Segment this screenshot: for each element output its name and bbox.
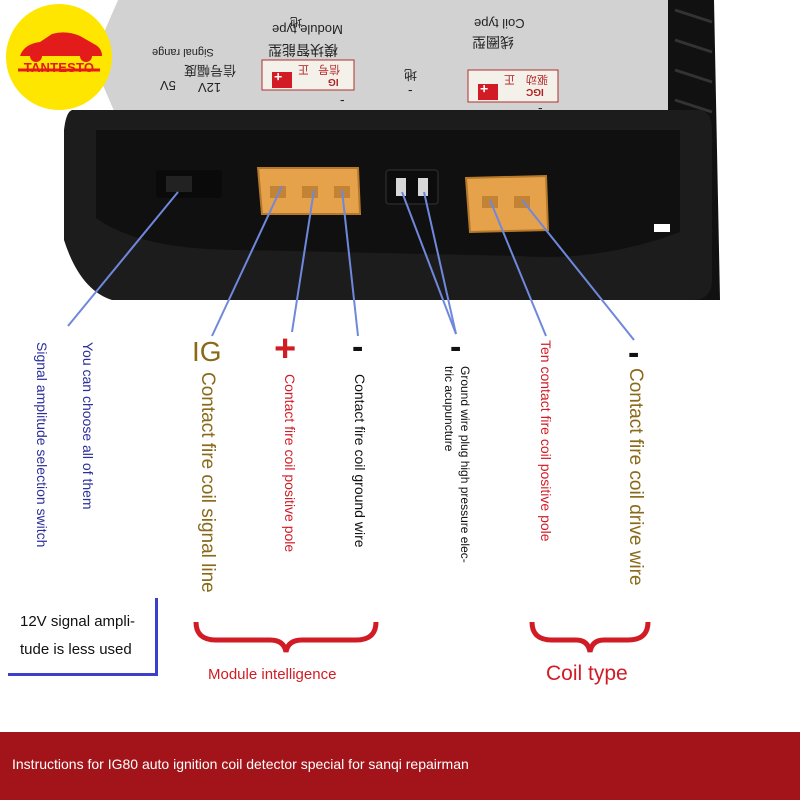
coil-connector [464,174,550,234]
pointer-lines [67,185,635,341]
logo-text: TANTESTO [23,60,95,75]
coil-minus: - [538,102,543,118]
minus-marker-coil: - [628,334,640,372]
ig-signal-label: Contact fire coil signal line [197,372,218,593]
module-ground-cn: 地 [290,15,303,29]
coil-plus-sign: + [480,81,489,97]
coil-brace [529,621,651,653]
ground-plug-socket [385,169,439,205]
signal-note-line-1: 12V signal ampli- [20,613,136,630]
ground-plug-label-1: Ground wire plug high pressure elec- [458,366,472,563]
module-plus-box [272,72,292,88]
signal-switch-knob [166,176,192,192]
signal-note-box: 12V signal ampli- tude is less used [8,598,158,676]
coil-positive-label: Ten contact fire coil positive pole [538,340,554,542]
signal-5v: 5V [160,78,176,93]
ground-minus: - [408,84,413,100]
module-group-label: Module intelligence [208,666,337,683]
minus-marker-ground: - [450,328,462,366]
device-top-panel [92,0,700,120]
brand-logo: TANTESTO [6,4,112,110]
coil-positive-cn: 正 [504,73,515,85]
module-plus-sign: + [274,69,283,85]
signal-range-cn: 信号幅度 [184,63,237,78]
ig-ground-label: Contact fire coil ground wire [352,374,368,548]
module-positive-cn: 正 [298,63,309,75]
top-panel-labels [261,59,559,103]
pointer-coil-plus [489,199,547,337]
pointer-plus [291,189,315,333]
pointer-minus [341,189,359,337]
pointer-switch [67,191,179,327]
ground-plug-label-2: tric acupuncture [442,366,456,452]
car-icon [18,32,102,72]
module-minus: - [340,94,345,110]
signal-range-en: Signal range [152,46,214,58]
ig-marker: IG [192,336,222,367]
signal-note-line-2: tude is less used [20,641,132,658]
status-light [654,224,670,232]
ig-positive-label: Contact fire coil positive pole [282,374,298,553]
module-type-cn: 模块智能型 [268,42,338,58]
module-type-en: Module type [272,22,343,37]
module-pin-1 [270,186,286,198]
signal-12v: 12V [198,80,222,95]
pointer-coil-drive [521,199,635,341]
footer-banner: Instructions for IG80 auto ignition coil… [0,732,800,800]
coil-group-label: Coil type [546,662,628,685]
module-pin-2 [302,186,318,198]
coil-drive-label: Contact fire coil drive wire [625,368,646,586]
pointer-ground-1 [401,191,457,335]
plus-marker: + [274,328,297,370]
pointer-ig [211,185,283,337]
minus-marker-module: - [352,328,364,366]
ground-pin-1 [396,178,406,196]
pointer-ground-2 [423,191,457,335]
coil-plus-box [478,84,498,100]
igc-tag: IGC [526,86,544,97]
module-brace [193,621,379,653]
signal-switch-label: Signal amplitude selection switch [34,342,50,548]
signal-switch-note: You can choose all of them [80,342,96,510]
coil-type-en: Coil type [474,16,525,31]
ground-cn: 地 [404,67,418,82]
coil-type-cn: 线圈型 [472,34,514,50]
ig-tag: IG [328,76,339,87]
ground-pin-2 [418,178,428,196]
footer-text: Instructions for IG80 auto ignition coil… [12,756,469,772]
